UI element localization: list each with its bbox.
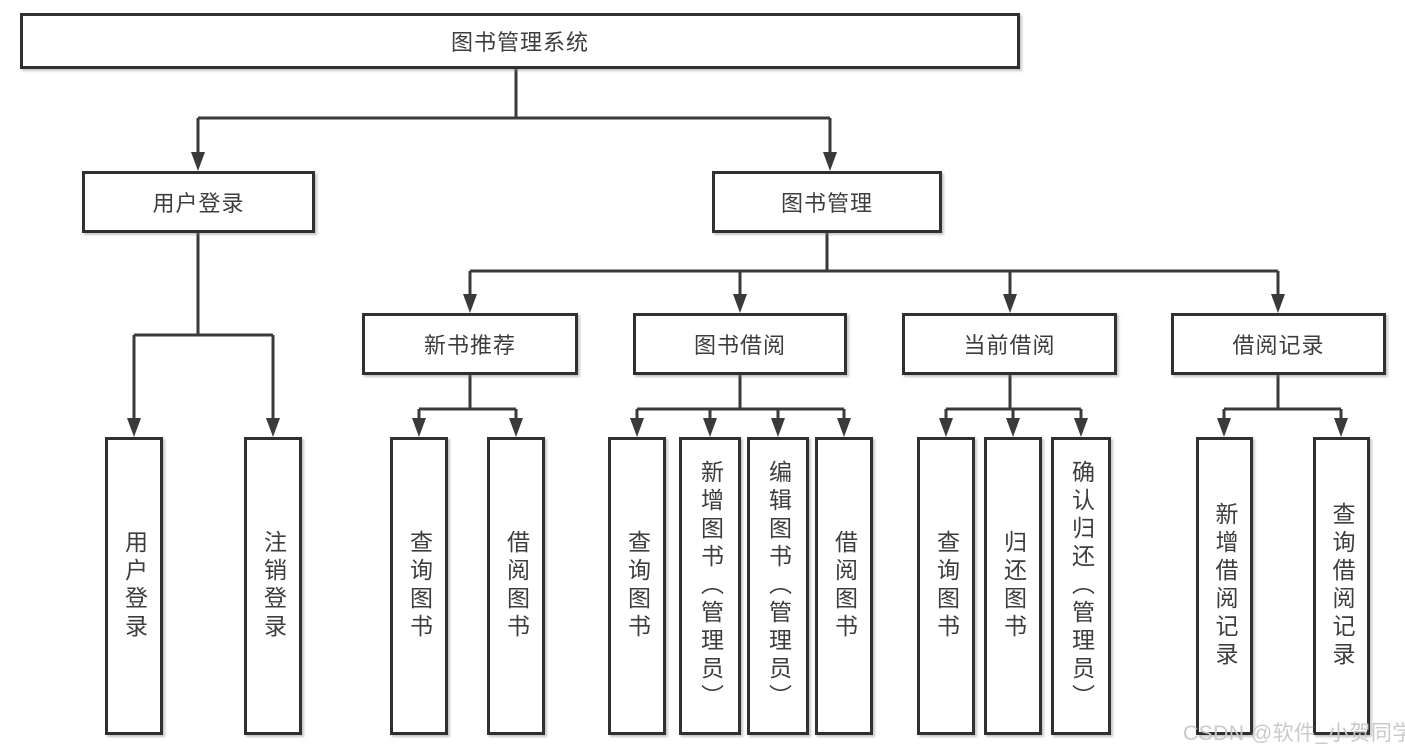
leaf-label: 查询图书 bbox=[406, 530, 433, 642]
node-label: 图书管理 bbox=[780, 191, 873, 216]
leaf-add-books-admin: 新增图书（管理员） bbox=[679, 437, 741, 735]
leaf-label: 编辑图书（管理员） bbox=[765, 460, 792, 712]
node-book-management: 图书管理 bbox=[712, 171, 942, 233]
node-user-login: 用户登录 bbox=[82, 171, 315, 233]
leaf-label: 新增图书（管理员） bbox=[697, 460, 724, 712]
leaf-label: 注销登录 bbox=[260, 530, 287, 642]
node-library-management-system: 图书管理系统 bbox=[20, 13, 1020, 69]
leaf-return-books: 归还图书 bbox=[984, 437, 1042, 735]
leaf-edit-books-admin: 编辑图书（管理员） bbox=[747, 437, 809, 735]
leaf-label: 新增借阅记录 bbox=[1212, 502, 1238, 670]
csdn-watermark: CSDN @软件_小贺同学 bbox=[1183, 722, 1405, 745]
node-label: 图书管理系统 bbox=[450, 30, 589, 55]
leaf-label: 归还图书 bbox=[1000, 530, 1027, 642]
node-label: 新书推荐 bbox=[423, 333, 516, 358]
leaf-logout: 注销登录 bbox=[244, 437, 302, 735]
node-label: 借阅记录 bbox=[1232, 333, 1325, 358]
leaf-borrow-books-2: 借阅图书 bbox=[815, 437, 873, 735]
leaf-label: 查询图书 bbox=[624, 530, 651, 642]
leaf-label: 查询图书 bbox=[933, 530, 960, 642]
leaf-label: 用户登录 bbox=[121, 530, 148, 642]
leaf-confirm-return-admin: 确认归还（管理员） bbox=[1051, 437, 1111, 735]
leaf-query-books-3: 查询图书 bbox=[917, 437, 975, 735]
node-book-borrowing: 图书借阅 bbox=[633, 313, 847, 375]
node-label: 图书借阅 bbox=[693, 333, 786, 358]
leaf-borrow-books-1: 借阅图书 bbox=[487, 437, 545, 735]
leaf-label: 借阅图书 bbox=[503, 530, 530, 642]
leaf-label: 查询借阅记录 bbox=[1329, 502, 1355, 670]
node-label: 用户登录 bbox=[152, 191, 245, 216]
node-label: 当前借阅 bbox=[963, 333, 1056, 358]
leaf-label: 借阅图书 bbox=[831, 530, 858, 642]
node-new-book-recommend: 新书推荐 bbox=[362, 313, 578, 375]
leaf-user-login: 用户登录 bbox=[105, 437, 163, 735]
leaf-query-books-2: 查询图书 bbox=[608, 437, 666, 735]
node-current-borrowing: 当前借阅 bbox=[902, 313, 1117, 375]
leaf-label: 确认归还（管理员） bbox=[1068, 460, 1095, 712]
leaf-query-borrow-record: 查询借阅记录 bbox=[1313, 437, 1370, 735]
node-borrowing-records: 借阅记录 bbox=[1171, 313, 1386, 375]
leaf-add-borrow-record: 新增借阅记录 bbox=[1196, 437, 1253, 735]
leaf-query-books-1: 查询图书 bbox=[390, 437, 448, 735]
